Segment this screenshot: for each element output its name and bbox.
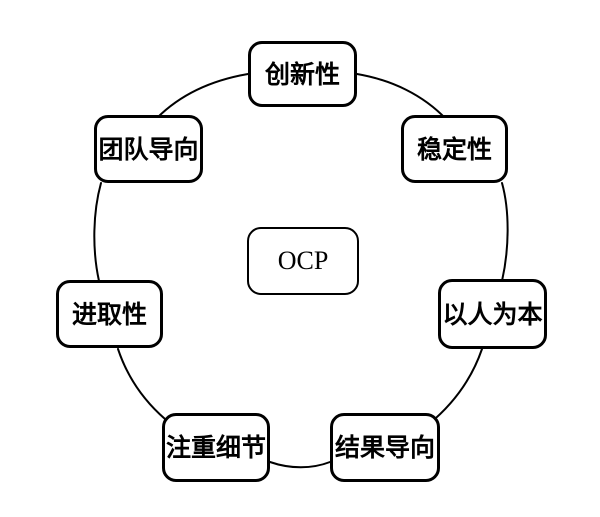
node-results-oriented-label: 结果导向 — [334, 433, 435, 462]
connector-arc-top-to-upper-right — [356, 73, 447, 120]
node-center-ocp-label: OCP — [277, 246, 329, 275]
connector-arc-upper-left-to-top — [156, 73, 249, 119]
node-aggressiveness-label: 进取性 — [71, 299, 147, 329]
connector-arc-lower-right-to-lower-left — [269, 461, 331, 469]
node-team-oriented[interactable]: 团队导向 — [94, 115, 203, 183]
node-people-oriented[interactable]: 以人为本 — [438, 279, 547, 349]
node-innovation-label: 创新性 — [264, 59, 340, 89]
connector-arc-lower-left-to-left — [117, 348, 172, 425]
node-people-oriented-label: 以人为本 — [442, 299, 543, 329]
node-attention-to-detail[interactable]: 注重细节 — [162, 413, 270, 482]
node-stability[interactable]: 稳定性 — [401, 115, 508, 183]
node-stability-label: 稳定性 — [416, 134, 492, 164]
node-team-oriented-label: 团队导向 — [98, 134, 199, 164]
node-center-ocp[interactable]: OCP — [247, 227, 359, 295]
connector-arc-right-to-lower-right — [428, 348, 483, 425]
node-innovation[interactable]: 创新性 — [248, 41, 357, 107]
node-results-oriented[interactable]: 结果导向 — [330, 413, 440, 482]
connector-arc-left-to-upper-left — [93, 182, 102, 282]
node-attention-to-detail-label: 注重细节 — [165, 433, 266, 462]
connector-arc-upper-right-to-right — [501, 182, 509, 282]
node-aggressiveness[interactable]: 进取性 — [56, 280, 163, 348]
